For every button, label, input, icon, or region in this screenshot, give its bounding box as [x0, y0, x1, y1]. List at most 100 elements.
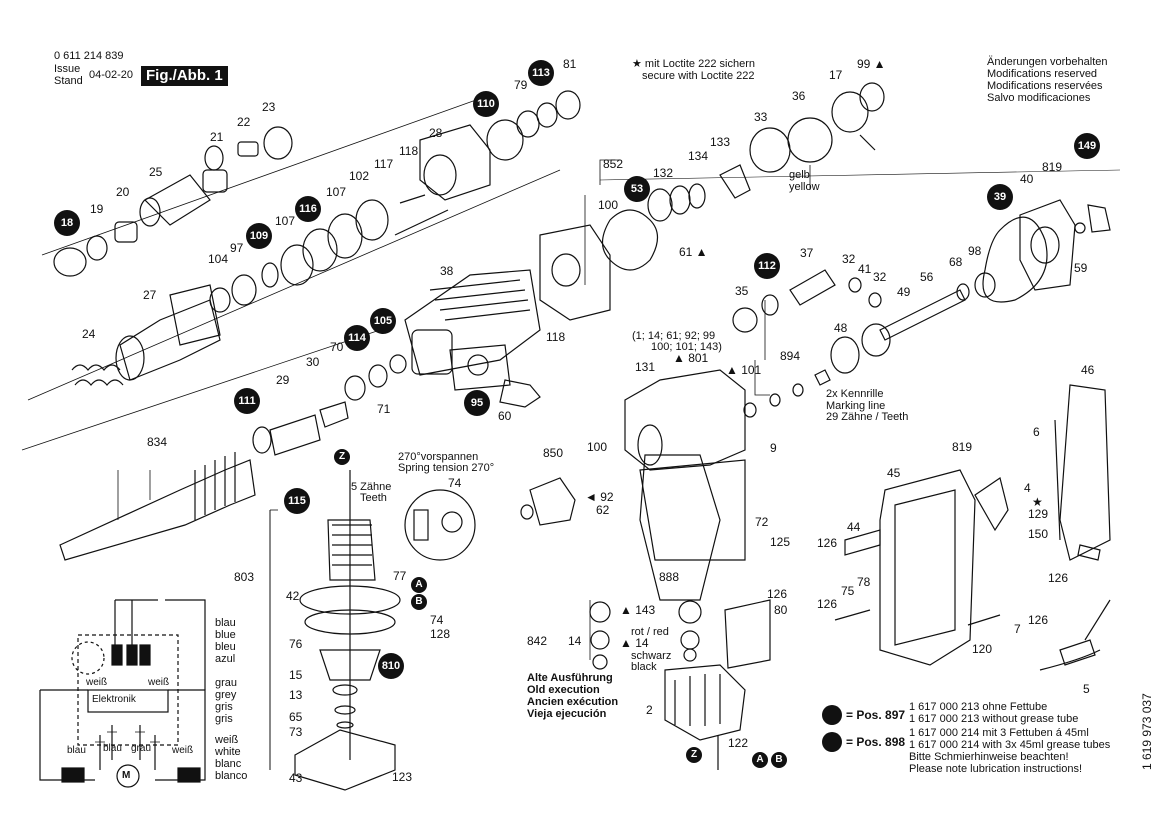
part-label: 32 [873, 270, 887, 284]
part-label: 32 [842, 252, 856, 266]
wire-label: weiß [148, 677, 170, 688]
part-label: 99 ▲ [857, 57, 886, 71]
part-label: 819 [1042, 160, 1063, 174]
part-label: 128 [430, 627, 451, 641]
legend-line: blau [215, 617, 236, 629]
part-label: 77 [393, 569, 407, 583]
part-label: 78 [857, 575, 871, 589]
part-label: 27 [143, 288, 157, 302]
badge-z-bottom: Z [686, 747, 702, 763]
wire-label: grau [131, 743, 152, 754]
black-note: black [631, 661, 657, 673]
yellow-note: yellow [789, 181, 820, 193]
part-label: 123 [392, 770, 413, 784]
teeth-de: 5 Zähne [351, 481, 392, 493]
legend-line: weiß [215, 734, 239, 746]
badge-95: 95 [464, 390, 490, 416]
legend-line: grey [215, 689, 237, 701]
rot-red-note: rot / red [631, 626, 669, 638]
part-label: 76 [289, 637, 303, 651]
part-label: 126 [817, 536, 838, 550]
part-label: 834 [147, 435, 168, 449]
badge-b-wire: B [411, 594, 427, 610]
badge-111: 111 [234, 388, 260, 414]
part-label: 120 [972, 642, 993, 656]
modifications-line: Salvo modificaciones [987, 92, 1091, 104]
legend-line: gris [215, 701, 233, 713]
part-label: ★ [1032, 495, 1043, 509]
legend-white: weiß white blanc blanco [215, 734, 247, 782]
part-label: 43 [289, 771, 303, 785]
part-label: 68 [949, 255, 963, 269]
part-label: 62 [596, 503, 610, 517]
part-label: 894 [780, 349, 801, 363]
badge-113: 113 [528, 60, 554, 86]
part-label: 132 [653, 166, 674, 180]
part-label: 2 [646, 703, 653, 717]
part-label: 107 [326, 185, 347, 199]
loctite-note-line: ★ mit Loctite 222 sichern [632, 58, 755, 70]
badge-115: 115 [284, 488, 310, 514]
gelb-note: gelb [789, 169, 810, 181]
option-list-2: 100; 101; 143) [651, 341, 722, 353]
stand-label: Stand [54, 75, 83, 87]
old-execution-line: Old execution [527, 684, 600, 696]
part-label: 98 [968, 244, 982, 258]
badge-39: 39 [987, 184, 1013, 210]
part-label: 30 [306, 355, 320, 369]
old-execution-line: Ancien exécution [527, 696, 619, 708]
pos898-label: = Pos. 898 [846, 735, 906, 749]
legend-line: bleu [215, 641, 236, 653]
old-execution-line: Alte Ausführung [527, 672, 613, 684]
part-label: 41 [858, 262, 872, 276]
part-label: 59 [1074, 261, 1088, 275]
part-label: 42 [286, 589, 300, 603]
part-label: 19 [90, 202, 104, 216]
badge-a-field: A [752, 752, 768, 768]
part-label: 75 [841, 584, 855, 598]
part-label: 73 [289, 725, 303, 739]
badge-53: 53 [624, 176, 650, 202]
old-execution-line: Vieja ejecución [527, 708, 607, 720]
badge-110: 110 [473, 91, 499, 117]
wire-label: weiß [172, 745, 194, 756]
part-label: 888 [659, 570, 680, 584]
legend-line: blanco [215, 770, 248, 782]
part-label: 126 [767, 587, 788, 601]
pos898-line: 1 617 000 214 mit 3 Fettuben á 45ml [909, 727, 1089, 739]
part-label: 56 [920, 270, 934, 284]
badge-112: 112 [754, 253, 780, 279]
part-label: 129 [1028, 507, 1049, 521]
part-label: 35 [735, 284, 749, 298]
legend-grey: grau grey gris gris [215, 677, 237, 725]
legend-line: gris [215, 713, 233, 725]
part-label: ◄ 92 [585, 490, 614, 504]
part-label: 125 [770, 535, 791, 549]
part-label: 97 [230, 241, 244, 255]
part-label: 842 [527, 634, 548, 648]
part-label: 80 [774, 603, 788, 617]
part-label: 20 [116, 185, 130, 199]
part-number: 0 611 214 839 [54, 50, 124, 62]
part-label: 81 [563, 57, 577, 71]
part-label: 122 [728, 736, 749, 750]
part-label: 7 [1014, 622, 1021, 636]
part-label: 133 [710, 135, 731, 149]
part-label: 104 [208, 252, 229, 266]
part-label: 150 [1028, 527, 1049, 541]
part-label: 117 [374, 157, 394, 171]
part-label: 48 [834, 321, 848, 335]
modifications-note: Änderungen vorbehalten Modifications res… [987, 56, 1107, 104]
spring-tension-de: 270°vorspannen [398, 451, 479, 463]
legend-blue: blau blue bleu azul [215, 617, 236, 665]
badge-114: 114 [344, 325, 370, 351]
part-label: 852 [603, 157, 624, 171]
part-label: 45 [887, 466, 901, 480]
part-label: 15 [289, 668, 303, 682]
part-label: 9 [770, 441, 777, 455]
part-label: 131 [635, 360, 656, 374]
part-label: ▲ 101 [726, 363, 762, 377]
elektronik-label: Elektronik [92, 694, 136, 705]
